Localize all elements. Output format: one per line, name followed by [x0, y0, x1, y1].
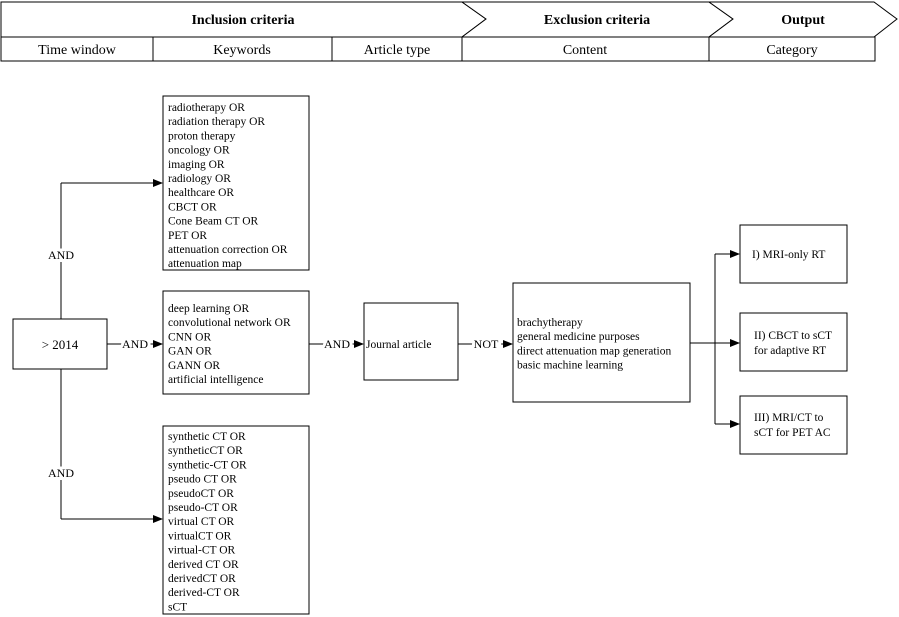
keyword-term: pseudo-CT OR [168, 502, 238, 514]
and-label-article: AND [324, 337, 350, 351]
article-type-box [363, 302, 459, 381]
keyword-term: derived CT OR [168, 559, 239, 571]
keyword-term: GAN OR [168, 346, 212, 358]
keyword-box-domain [162, 95, 310, 271]
output-text: sCT for PET AC [754, 427, 831, 439]
keyword-list-synthetic: synthetic CT OR syntheticCT OR synthetic-C… [168, 431, 247, 613]
keyword-term: proton therapy [168, 130, 236, 142]
time-window-value: > 2014 [42, 337, 79, 352]
and-label-middle: AND [122, 337, 148, 351]
output-text: for adaptive RT [754, 345, 826, 357]
keyword-term: syntheticCT OR [168, 445, 243, 457]
output-box-pet [739, 395, 848, 455]
keyword-term: CBCT OR [168, 201, 217, 213]
keyword-term: virtual CT OR [168, 516, 235, 528]
exclusion-term: direct attenuation map generation [517, 345, 671, 357]
not-label: NOT [474, 337, 499, 351]
keyword-term: sCT [168, 601, 187, 613]
keyword-term: pseudo CT OR [168, 474, 237, 486]
exclusion-term: general medicine purposes [517, 331, 640, 343]
subheader-row [0, 36, 876, 62]
keyword-term: artificial intelligence [168, 374, 263, 386]
exclusion-box [512, 282, 691, 403]
output-label-pet: III) MRI/CT to sCT for PET AC [754, 412, 831, 439]
keyword-term: pseudoCT OR [168, 488, 234, 500]
keyword-term: radiation therapy OR [168, 116, 265, 128]
output-label-cbct: II) CBCT to sCT for adaptive RT [754, 330, 832, 357]
keyword-term: CNN OR [168, 331, 211, 343]
keyword-term: oncology OR [168, 145, 230, 157]
keyword-list-domain: radiotherapy OR radiation therapy OR proto… [168, 102, 288, 270]
column-time-window: Time window [38, 43, 117, 58]
article-type-value: Journal article [366, 339, 431, 351]
keyword-term: virtualCT OR [168, 530, 232, 542]
keyword-term: convolutional network OR [168, 317, 291, 329]
output-text: I) MRI-only RT [752, 249, 825, 261]
keyword-term: derived-CT OR [168, 587, 240, 599]
output-box-mri-only [739, 224, 848, 284]
keyword-box-synthetic [162, 425, 310, 615]
and-label-bottom: AND [48, 466, 74, 480]
keyword-box-method [162, 290, 310, 395]
output-text: II) CBCT to sCT [754, 330, 832, 342]
column-article-type: Article type [364, 43, 430, 58]
keyword-term: derivedCT OR [168, 573, 236, 585]
keyword-term: radiology OR [168, 173, 231, 185]
output-label-mri-only: I) MRI-only RT [752, 249, 825, 261]
keyword-term: PET OR [168, 230, 207, 242]
column-content: Content [563, 43, 607, 58]
keyword-term: synthetic-CT OR [168, 459, 247, 471]
keyword-term: healthcare OR [168, 187, 234, 199]
exclusion-term: basic machine learning [517, 360, 623, 372]
output-box-cbct [739, 312, 848, 372]
exclusion-list: brachytherapy general medicine purposes di… [517, 317, 671, 372]
inclusion-criteria-label: Inclusion criteria [191, 13, 294, 28]
keyword-term: imaging OR [168, 159, 225, 171]
keyword-list-method: deep learning OR convolutional network OR… [168, 303, 291, 386]
time-window-box [12, 318, 108, 370]
keyword-term: deep learning OR [168, 303, 249, 315]
column-keywords: Keywords [213, 43, 271, 58]
column-category: Category [766, 43, 817, 58]
keyword-term: radiotherapy OR [168, 102, 245, 114]
output-text: III) MRI/CT to [754, 412, 824, 424]
keyword-term: synthetic CT OR [168, 431, 246, 443]
keyword-term: virtual-CT OR [168, 545, 236, 557]
keyword-term: GANN OR [168, 360, 220, 372]
keyword-term: Cone Beam CT OR [168, 216, 259, 228]
output-label: Output [781, 13, 825, 28]
exclusion-term: brachytherapy [517, 317, 583, 329]
keyword-term: attenuation correction OR [168, 244, 288, 256]
and-label-top: AND [48, 248, 74, 262]
exclusion-criteria-label: Exclusion criteria [544, 13, 650, 28]
keyword-term: attenuation map [168, 258, 242, 270]
